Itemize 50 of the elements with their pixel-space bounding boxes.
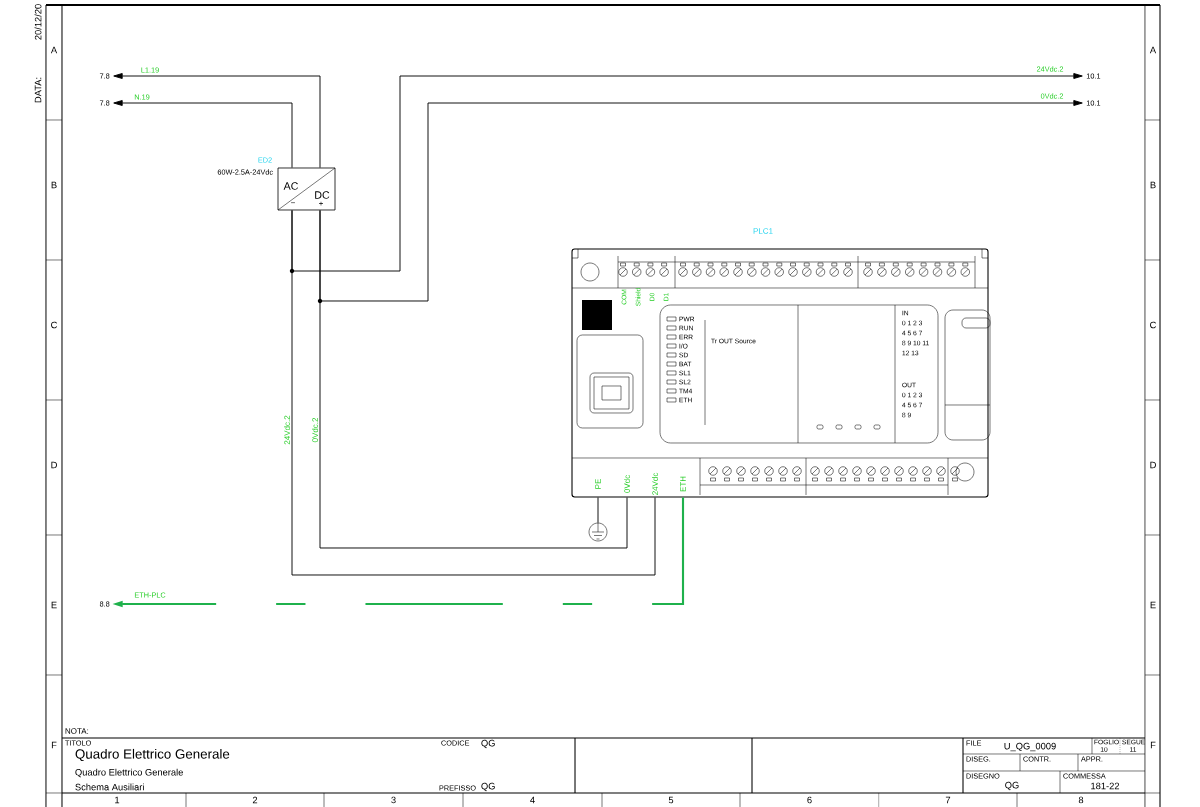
wire xyxy=(113,100,293,169)
title-block-text: QG xyxy=(481,782,495,792)
column-number: 8 xyxy=(1078,796,1084,804)
title-block-text: Schema Ausiliari xyxy=(75,783,144,791)
wire xyxy=(291,209,656,576)
row-letter: C xyxy=(51,321,57,329)
row-letter: A xyxy=(50,46,58,54)
terminal-label: 0Vdc xyxy=(624,475,630,493)
row-letter: E xyxy=(1150,601,1156,609)
column-number: 2 xyxy=(252,796,258,804)
column-number: 3 xyxy=(391,796,396,804)
date-label: DATA: xyxy=(34,77,42,103)
wire xyxy=(319,100,1083,302)
date-value: 20/12/20 xyxy=(34,4,42,40)
wire xyxy=(319,209,628,549)
wire xyxy=(291,73,1083,272)
column-number: 4 xyxy=(530,796,535,804)
power-supply-text: + xyxy=(319,201,323,206)
note-label: NOTA: xyxy=(65,728,89,734)
row-letter: B xyxy=(51,181,57,189)
column-number: 6 xyxy=(807,796,812,804)
terminal-label: 24Vdc xyxy=(652,472,658,495)
wire xyxy=(113,73,321,169)
title-block-text: QG xyxy=(481,739,495,749)
power-supply-text: AC xyxy=(283,182,298,190)
file-code: U_QG_0009 xyxy=(1004,742,1056,752)
title-block-text: Quadro Elettrico Generale xyxy=(75,768,183,778)
power-supply-text: − xyxy=(291,202,295,204)
title-block-text: 181-22 xyxy=(1091,782,1120,790)
column-number: 7 xyxy=(945,796,951,804)
row-letter: B xyxy=(1150,181,1156,189)
row-letter: F xyxy=(1150,741,1156,749)
row-letter: F xyxy=(51,741,57,749)
wire xyxy=(597,497,599,524)
title-block-text: QG xyxy=(1005,781,1019,791)
row-letter: C xyxy=(1150,321,1156,329)
power-supply-text: DC xyxy=(315,191,330,199)
earth-symbol xyxy=(588,522,608,542)
terminal-label: PE xyxy=(595,479,601,489)
wire-label: 0Vdc.2 xyxy=(311,416,319,444)
row-letter: D xyxy=(51,461,57,469)
row-letter: D xyxy=(1150,461,1156,469)
row-letter: E xyxy=(51,601,57,609)
terminal-label: ETH xyxy=(680,476,686,492)
row-letter: A xyxy=(1149,46,1157,54)
column-number: 5 xyxy=(668,796,674,804)
wire-label: 24Vdc.2 xyxy=(283,414,291,446)
device-tag: PLC1 xyxy=(753,228,773,234)
column-number: 1 xyxy=(115,796,120,804)
sheet-title: Quadro Elettrico Generale xyxy=(75,748,230,762)
